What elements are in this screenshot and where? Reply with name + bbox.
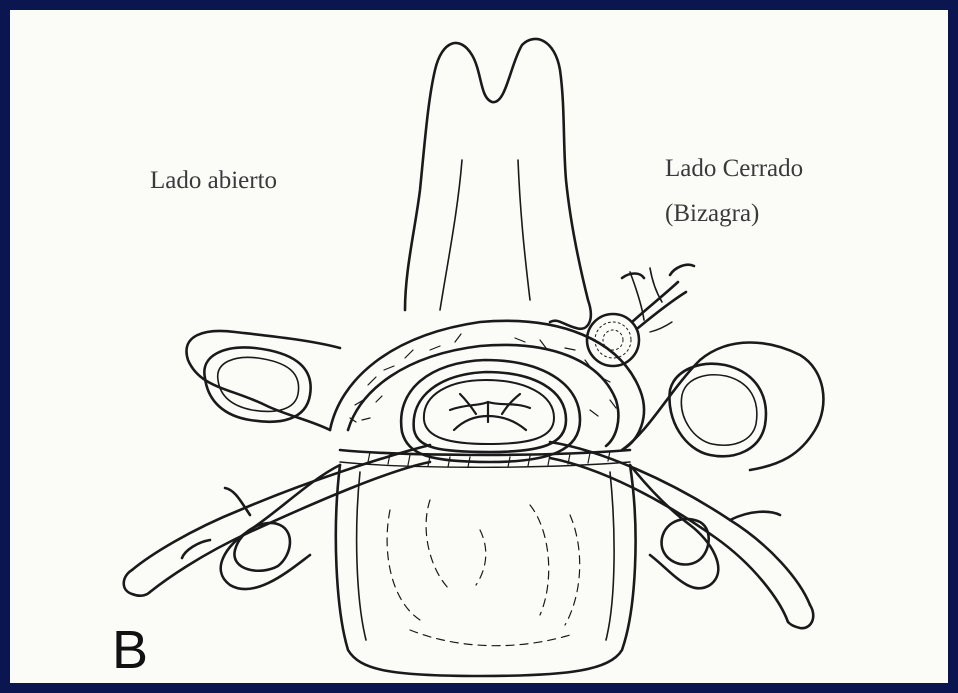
closed-side-label: Lado Cerrado	[665, 153, 803, 185]
open-side-label: Lado abierto	[150, 165, 277, 197]
illustration-panel: Lado abierto Lado Cerrado (Bizagra) B	[10, 10, 948, 683]
vertebral-body	[336, 465, 636, 676]
left-transverse-process	[186, 331, 340, 430]
gray-matter	[450, 394, 530, 430]
spinous-process	[405, 39, 591, 329]
vertebra-illustration	[10, 10, 948, 683]
right-transverse-process	[622, 343, 823, 471]
hinge-label: (Bizagra)	[665, 198, 759, 230]
left-lower-foramen	[234, 523, 290, 571]
panel-letter: B	[112, 622, 148, 678]
right-lower-foramen	[662, 519, 709, 565]
